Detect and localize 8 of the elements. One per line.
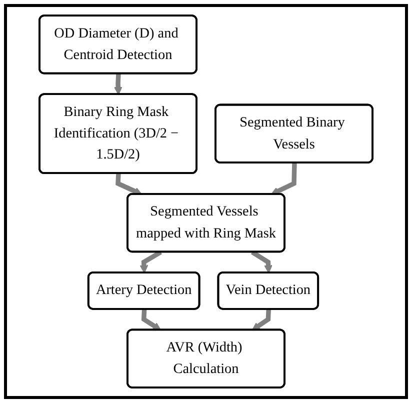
arrow xyxy=(270,162,297,195)
arrow xyxy=(141,309,162,331)
diagram-frame: OD Diameter (D) and Centroid Detection Binary Ring Mask Identification (3D/2 − 1.5D/2) Segmented Binary Vessels Segmented Vessels mapped with Ring Mask Artery Detection Vein Detection AVR (Width) Calculation xyxy=(4,4,408,399)
arrow xyxy=(250,250,272,274)
arrow xyxy=(140,250,162,274)
arrow xyxy=(114,74,122,95)
arrow xyxy=(116,173,142,196)
arrow xyxy=(252,309,271,331)
